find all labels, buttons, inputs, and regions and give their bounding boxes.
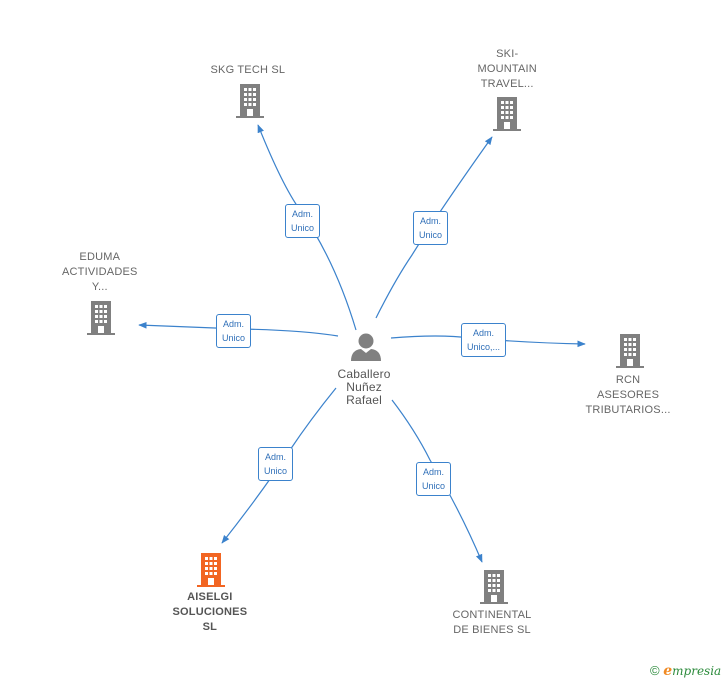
copyright-footer: © empresia bbox=[650, 663, 721, 679]
company-label-aiselgi-line: SOLUCIONES bbox=[172, 606, 248, 618]
center-person-name-line: Rafael bbox=[346, 393, 383, 407]
company-label-rcn-line: TRIBUTARIOS... bbox=[585, 404, 671, 416]
building-icon-eduma[interactable] bbox=[87, 301, 115, 335]
building-icon-aiselgi[interactable] bbox=[197, 553, 225, 587]
building-icon-skg[interactable] bbox=[236, 84, 264, 118]
copyright-icon: © bbox=[650, 663, 660, 678]
company-label-ski-line: TRAVEL... bbox=[480, 78, 534, 90]
company-label-rcn-line: ASESORES bbox=[596, 389, 660, 401]
relation-label-line: Unico,... bbox=[467, 342, 501, 352]
company-label-rcn-line: RCN bbox=[615, 374, 641, 386]
relation-label-line: Adm. bbox=[420, 216, 442, 226]
relation-label-line: Adm. bbox=[265, 452, 287, 462]
relation-label-line: Adm. bbox=[223, 319, 245, 329]
relation-label-line: Unico bbox=[291, 223, 315, 233]
relation-label-line: Adm. bbox=[423, 467, 445, 477]
relation-label-aiselgi[interactable]: Adm. Unico bbox=[258, 447, 294, 481]
building-icon-rcn[interactable] bbox=[616, 334, 644, 368]
company-label-eduma-line: Y... bbox=[91, 281, 108, 293]
relation-label-line: Adm. bbox=[292, 209, 314, 219]
brand-logo: empresia bbox=[663, 663, 722, 679]
relation-label-line: Unico bbox=[422, 481, 446, 491]
company-label-rcn[interactable]: RCN ASESORES TRIBUTARIOS... bbox=[586, 373, 671, 418]
company-label-eduma[interactable]: EDUMA ACTIVIDADES Y... bbox=[62, 250, 138, 295]
company-label-ski-line: SKI- bbox=[496, 48, 519, 60]
company-label-aiselgi-line: SL bbox=[202, 621, 218, 633]
relation-label-line: Adm. bbox=[473, 328, 495, 338]
company-label-continental[interactable]: CONTINENTAL DE BIENES SL bbox=[453, 608, 532, 638]
person-icon[interactable] bbox=[351, 333, 381, 362]
relation-label-eduma[interactable]: Adm. Unico bbox=[216, 314, 252, 348]
company-label-aiselgi[interactable]: AISELGI SOLUCIONES SL bbox=[173, 590, 248, 635]
center-person-name-line: Nuñez bbox=[346, 380, 382, 394]
relation-label-line: Unico bbox=[264, 466, 288, 476]
relation-label-rcn[interactable]: Adm. Unico,... bbox=[461, 323, 507, 357]
relation-label-ski[interactable]: Adm. Unico bbox=[413, 211, 449, 245]
relation-label-line: Unico bbox=[419, 230, 443, 240]
building-icon-continental[interactable] bbox=[480, 570, 508, 604]
edge-ski bbox=[375, 136, 493, 319]
company-label-ski[interactable]: SKI- MOUNTAIN TRAVEL... bbox=[478, 47, 537, 92]
center-person-name-line: Caballero bbox=[337, 367, 391, 381]
company-label-eduma-line: ACTIVIDADES bbox=[62, 266, 138, 278]
company-label-continental-line: CONTINENTAL bbox=[452, 609, 532, 621]
company-label-continental-line: DE BIENES SL bbox=[453, 624, 531, 636]
building-icon-ski[interactable] bbox=[493, 97, 521, 131]
relation-label-skg[interactable]: Adm. Unico bbox=[285, 204, 321, 238]
company-label-ski-line: MOUNTAIN bbox=[477, 63, 537, 75]
company-label-aiselgi-line: AISELGI bbox=[187, 591, 233, 603]
company-label-eduma-line: EDUMA bbox=[79, 251, 121, 263]
company-label-skg-line: SKG TECH SL bbox=[210, 64, 286, 76]
relation-label-line: Unico bbox=[222, 333, 246, 343]
company-label-skg[interactable]: SKG TECH SL bbox=[211, 63, 286, 78]
edge-continental bbox=[391, 399, 483, 563]
relation-label-continental[interactable]: Adm. Unico bbox=[416, 462, 452, 496]
